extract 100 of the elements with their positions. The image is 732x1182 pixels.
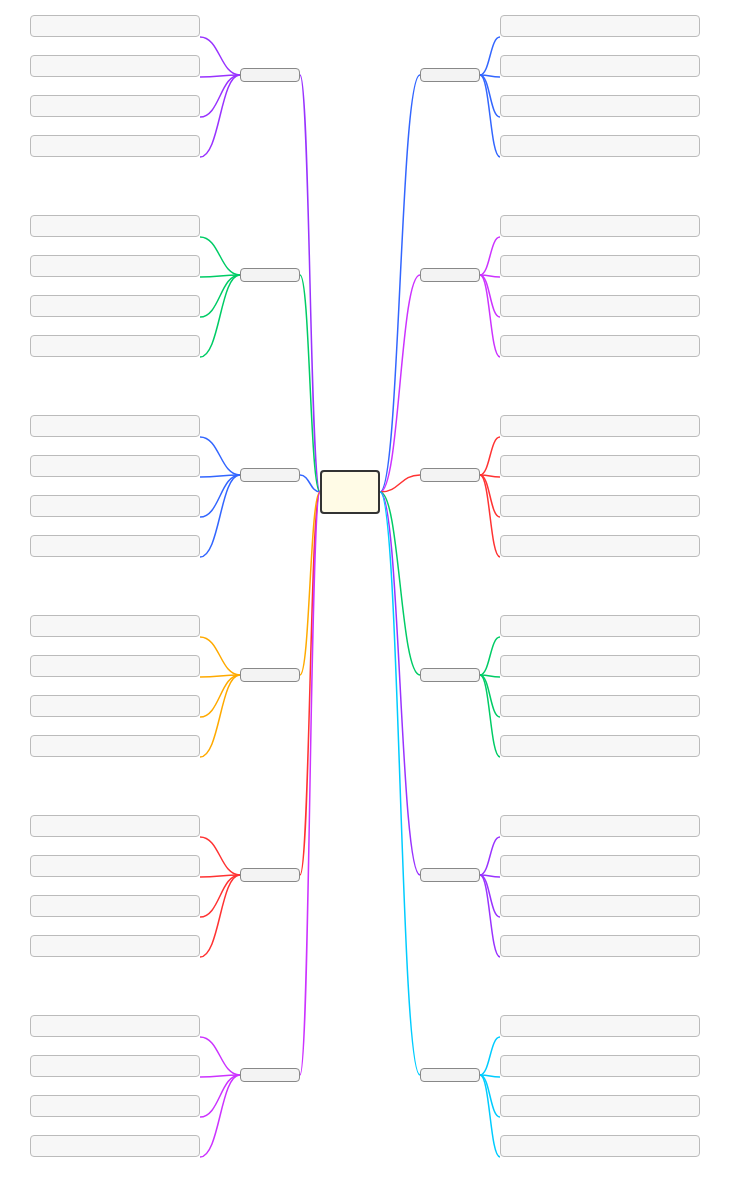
subtopic-box	[30, 135, 200, 157]
branch-line	[479, 474, 501, 518]
subtopic-box	[500, 455, 700, 477]
branch-line	[479, 1074, 501, 1118]
branch-topic-box	[420, 668, 480, 682]
branch-line	[199, 874, 241, 958]
branch-line	[199, 474, 241, 558]
branch-line	[479, 74, 501, 158]
branch-topic-box	[240, 68, 300, 82]
branch-line	[299, 491, 321, 1076]
branch-line	[379, 474, 421, 493]
subtopic-box	[500, 415, 700, 437]
branch-line	[199, 274, 241, 318]
branch-line	[479, 674, 501, 758]
subtopic-box	[500, 255, 700, 277]
branch-line	[199, 674, 241, 758]
branch-line	[299, 491, 321, 676]
subtopic-box	[30, 215, 200, 237]
branch-line	[479, 474, 501, 558]
subtopic-box	[500, 135, 700, 157]
branch-line	[479, 1036, 501, 1076]
branch-line	[479, 874, 501, 878]
central-topic-box	[320, 470, 380, 514]
branch-line	[199, 74, 241, 118]
branch-line	[479, 436, 501, 476]
branch-line	[479, 674, 501, 678]
subtopic-box	[500, 295, 700, 317]
branch-line	[479, 1074, 501, 1158]
subtopic-box	[30, 335, 200, 357]
subtopic-box	[30, 255, 200, 277]
subtopic-box	[500, 695, 700, 717]
subtopic-box	[500, 15, 700, 37]
subtopic-box	[30, 295, 200, 317]
subtopic-box	[30, 735, 200, 757]
subtopic-box	[500, 655, 700, 677]
branch-line	[299, 491, 321, 876]
subtopic-box	[30, 655, 200, 677]
branch-line	[379, 491, 421, 1076]
subtopic-box	[500, 95, 700, 117]
subtopic-box	[500, 1015, 700, 1037]
branch-line	[379, 74, 421, 493]
subtopic-box	[30, 415, 200, 437]
branch-line	[479, 274, 501, 358]
branch-line	[479, 274, 501, 318]
subtopic-box	[500, 1055, 700, 1077]
branch-topic-box	[420, 268, 480, 282]
branch-topic-box	[420, 68, 480, 82]
subtopic-box	[500, 495, 700, 517]
branch-topic-box	[240, 668, 300, 682]
branch-line	[379, 491, 421, 676]
branch-line	[479, 74, 501, 78]
subtopic-box	[500, 215, 700, 237]
subtopic-box	[30, 1095, 200, 1117]
branch-line	[479, 474, 501, 478]
branch-topic-box	[240, 268, 300, 282]
subtopic-box	[500, 1095, 700, 1117]
subtopic-box	[500, 535, 700, 557]
subtopic-box	[30, 815, 200, 837]
branch-line	[199, 874, 241, 918]
branch-line	[479, 74, 501, 118]
branch-line	[479, 874, 501, 958]
branch-line	[199, 1074, 241, 1118]
branch-topic-box	[420, 1068, 480, 1082]
subtopic-box	[500, 615, 700, 637]
branch-line	[199, 274, 241, 358]
branch-line	[479, 236, 501, 276]
subtopic-box	[30, 15, 200, 37]
subtopic-box	[500, 935, 700, 957]
subtopic-box	[30, 495, 200, 517]
subtopic-box	[30, 1015, 200, 1037]
branch-line	[299, 274, 321, 493]
branch-topic-box	[240, 468, 300, 482]
branch-line	[479, 274, 501, 278]
branch-line	[479, 674, 501, 718]
branch-topic-box	[240, 1068, 300, 1082]
subtopic-box	[500, 855, 700, 877]
subtopic-box	[30, 695, 200, 717]
branch-line	[479, 636, 501, 676]
subtopic-box	[500, 895, 700, 917]
subtopic-box	[30, 95, 200, 117]
subtopic-box	[500, 735, 700, 757]
branch-line	[199, 474, 241, 518]
branch-line	[379, 274, 421, 493]
branch-line	[479, 36, 501, 76]
subtopic-box	[500, 55, 700, 77]
branch-topic-box	[420, 868, 480, 882]
subtopic-box	[30, 1135, 200, 1157]
branch-line	[299, 474, 321, 493]
branch-line	[479, 1074, 501, 1078]
subtopic-box	[30, 935, 200, 957]
branch-line	[199, 1074, 241, 1158]
subtopic-box	[30, 615, 200, 637]
branch-topic-box	[240, 868, 300, 882]
subtopic-box	[30, 895, 200, 917]
subtopic-box	[500, 1135, 700, 1157]
subtopic-box	[30, 455, 200, 477]
branch-line	[379, 491, 421, 876]
branch-line	[479, 836, 501, 876]
branch-line	[479, 874, 501, 918]
subtopic-box	[500, 815, 700, 837]
